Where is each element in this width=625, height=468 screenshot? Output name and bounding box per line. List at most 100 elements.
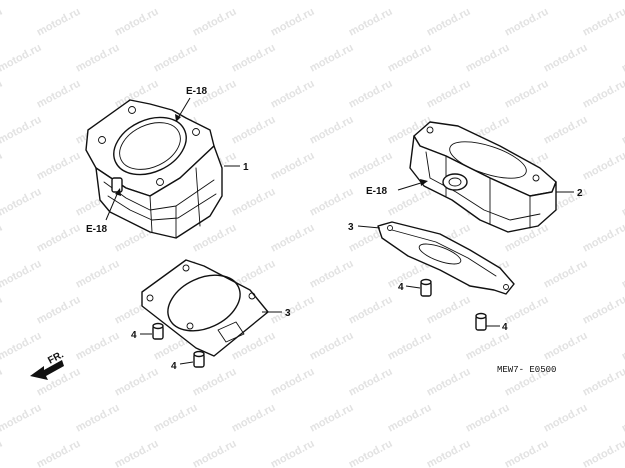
watermark-text: motod.ru (542, 114, 590, 147)
cylinder-right (409, 121, 557, 233)
watermark-text: motod.ru (425, 6, 473, 39)
watermark-text: motod.ru (0, 114, 44, 147)
watermark-text: motod.ru (386, 186, 434, 219)
watermark-text: motod.ru (464, 0, 512, 3)
watermark-text: motod.ru (620, 330, 625, 363)
watermark-text: motod.ru (347, 294, 395, 327)
watermark-text: motod.ru (35, 294, 83, 327)
watermark-text: motod.ru (0, 78, 5, 111)
watermark-text: motod.ru (308, 42, 356, 75)
watermark-text: motod.ru (308, 0, 356, 3)
watermark-text: motod.ru (581, 366, 625, 399)
watermark-text: motod.ru (542, 0, 590, 3)
dowel-pin-left-a (152, 322, 164, 340)
callout-e18-top: E-18 (186, 86, 208, 97)
watermark-text: motod.ru (152, 402, 200, 435)
watermark-text: motod.ru (542, 42, 590, 75)
callout-part-4-left-b: 4 (171, 361, 177, 372)
watermark-text: motod.ru (308, 186, 356, 219)
dowel-pin-right-a (420, 278, 432, 297)
watermark-text: motod.ru (0, 330, 44, 363)
watermark-text: motod.ru (0, 258, 44, 291)
watermark-text: motod.ru (269, 438, 317, 468)
watermark-text: motod.ru (152, 42, 200, 75)
watermark-text: motod.ru (581, 438, 625, 468)
watermark-text: motod.ru (269, 78, 317, 111)
watermark-text: motod.ru (0, 366, 5, 399)
watermark-text: motod.ru (269, 150, 317, 183)
watermark-text: motod.ru (0, 438, 5, 468)
watermark-text: motod.ru (269, 6, 317, 39)
callout-e18-right: E-18 (366, 186, 388, 197)
watermark-text: motod.ru (308, 114, 356, 147)
diagram-code: MEW7- E0500 (497, 365, 556, 375)
watermark-text: motod.ru (269, 294, 317, 327)
watermark-text: motod.ru (503, 438, 551, 468)
watermark-text: motod.ru (347, 150, 395, 183)
watermark-text: motod.ru (230, 186, 278, 219)
watermark-text: motod.ru (74, 0, 122, 3)
watermark-text: motod.ru (542, 258, 590, 291)
watermark-text: motod.ru (230, 42, 278, 75)
watermark-text: motod.ru (503, 6, 551, 39)
watermark-text: motod.ru (386, 330, 434, 363)
watermark-text: motod.ru (191, 6, 239, 39)
watermark-text: motod.ru (230, 114, 278, 147)
watermark-text: motod.ru (503, 78, 551, 111)
watermark-text: motod.ru (464, 42, 512, 75)
front-arrow-icon: FR. (30, 349, 66, 380)
watermark-text: motod.ru (347, 438, 395, 468)
watermark-text: motod.ru (581, 294, 625, 327)
watermark-text: motod.ru (503, 294, 551, 327)
watermark-text: motod.ru (308, 258, 356, 291)
gasket-left (141, 259, 269, 357)
watermark-text: motod.ru (191, 438, 239, 468)
watermark-text: motod.ru (230, 0, 278, 3)
watermark-text: motod.ru (269, 366, 317, 399)
watermark-text: motod.ru (35, 6, 83, 39)
watermark-text: motod.ru (464, 402, 512, 435)
watermark-text: motod.ru (425, 78, 473, 111)
watermark-text: motod.ru (113, 438, 161, 468)
watermark-text: motod.ru (386, 0, 434, 3)
gasket-right (377, 221, 515, 295)
watermark-text: motod.ru (425, 366, 473, 399)
watermark-text: motod.ru (581, 150, 625, 183)
watermark-text: motod.ru (0, 186, 44, 219)
watermark-text: motod.ru (581, 78, 625, 111)
watermark-text: motod.ru (74, 330, 122, 363)
watermark-text: motod.ru (0, 42, 44, 75)
watermark-text: motod.ru (74, 402, 122, 435)
watermark-text: motod.ru (581, 222, 625, 255)
watermark-text: motod.ru (74, 42, 122, 75)
watermark-text: motod.ru (620, 42, 625, 75)
watermark-text: motod.ru (620, 402, 625, 435)
callout-part-3-right: 3 (348, 222, 354, 233)
watermark-text: motod.ru (308, 330, 356, 363)
watermark-text: motod.ru (0, 294, 5, 327)
watermark-text: motod.ru (230, 402, 278, 435)
watermark-text: motod.ru (620, 0, 625, 3)
watermark-text: motod.ru (0, 402, 44, 435)
callout-part-1: 1 (243, 162, 249, 173)
watermark-text: motod.ru (191, 366, 239, 399)
callout-part-4-right-b: 4 (502, 322, 508, 333)
callout-part-4-right-a: 4 (398, 282, 404, 293)
callout-part-2: 2 (577, 188, 583, 199)
watermark-text: motod.ru (0, 0, 44, 3)
leader-lines (105, 97, 574, 365)
watermark-text: motod.ru (308, 402, 356, 435)
watermark-text: motod.ru (620, 258, 625, 291)
watermark-text: motod.ru (347, 366, 395, 399)
callout-part-3-left: 3 (285, 308, 291, 319)
watermark-text: motod.ru (0, 6, 5, 39)
watermark-text: motod.ru (620, 186, 625, 219)
watermark-text: motod.ru (269, 222, 317, 255)
dowel-pin-right-b (475, 312, 487, 331)
watermark-text: motod.ru (35, 78, 83, 111)
watermark-text: motod.ru (581, 6, 625, 39)
watermark-text: motod.ru (386, 42, 434, 75)
watermark-text: motod.ru (191, 222, 239, 255)
watermark-text: motod.ru (74, 258, 122, 291)
